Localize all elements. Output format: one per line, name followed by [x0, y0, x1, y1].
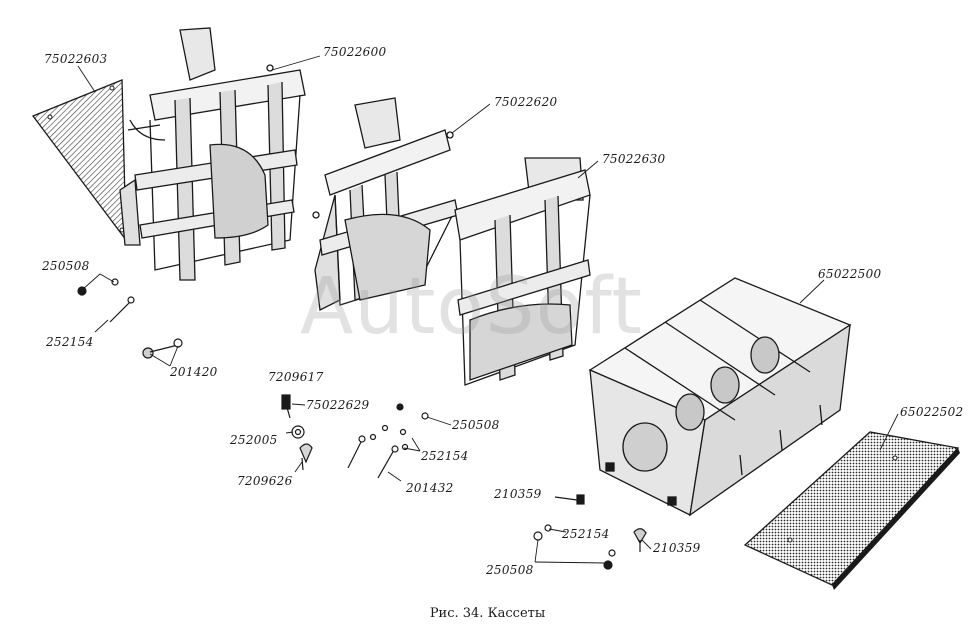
label-250508-mid: 250508: [452, 418, 500, 432]
figure-caption: Рис. 34. Кассеты: [429, 606, 546, 621]
part-65022500-box-cassette: [588, 277, 852, 517]
label-75022630: 75022630: [602, 152, 666, 166]
part-75022630-strap-frame: [454, 157, 591, 386]
label-7209626: 7209626: [237, 474, 293, 488]
label-201420: 201420: [170, 365, 218, 379]
label-252154-mid: 252154: [421, 449, 469, 463]
label-210359-left: 210359: [494, 487, 542, 501]
label-75022629: 75022629: [306, 398, 370, 412]
label-250508-left: 250508: [42, 259, 90, 273]
label-75022600: 75022600: [323, 45, 387, 59]
label-250508-bottom: 250508: [486, 563, 534, 577]
label-252154-bottom: 252154: [562, 527, 610, 541]
label-252154-left: 252154: [46, 335, 94, 349]
label-65022502: 65022502: [900, 405, 964, 419]
label-65022500: 65022500: [818, 267, 882, 281]
label-75022620: 75022620: [494, 95, 558, 109]
label-7209617: 7209617: [268, 370, 324, 384]
part-75022620-strap-frame: [312, 97, 459, 311]
leader-lines: [77, 55, 899, 564]
part-75022600-strap-cassette: [119, 27, 306, 281]
label-252005: 252005: [230, 433, 278, 447]
label-210359-right: 210359: [653, 541, 701, 555]
fasteners: [77, 278, 647, 570]
part-75022603-triangle-plate: [31, 79, 127, 243]
label-201432: 201432: [406, 481, 454, 495]
part-65022502-base-plate: [743, 431, 960, 590]
label-75022603: 75022603: [44, 52, 108, 66]
